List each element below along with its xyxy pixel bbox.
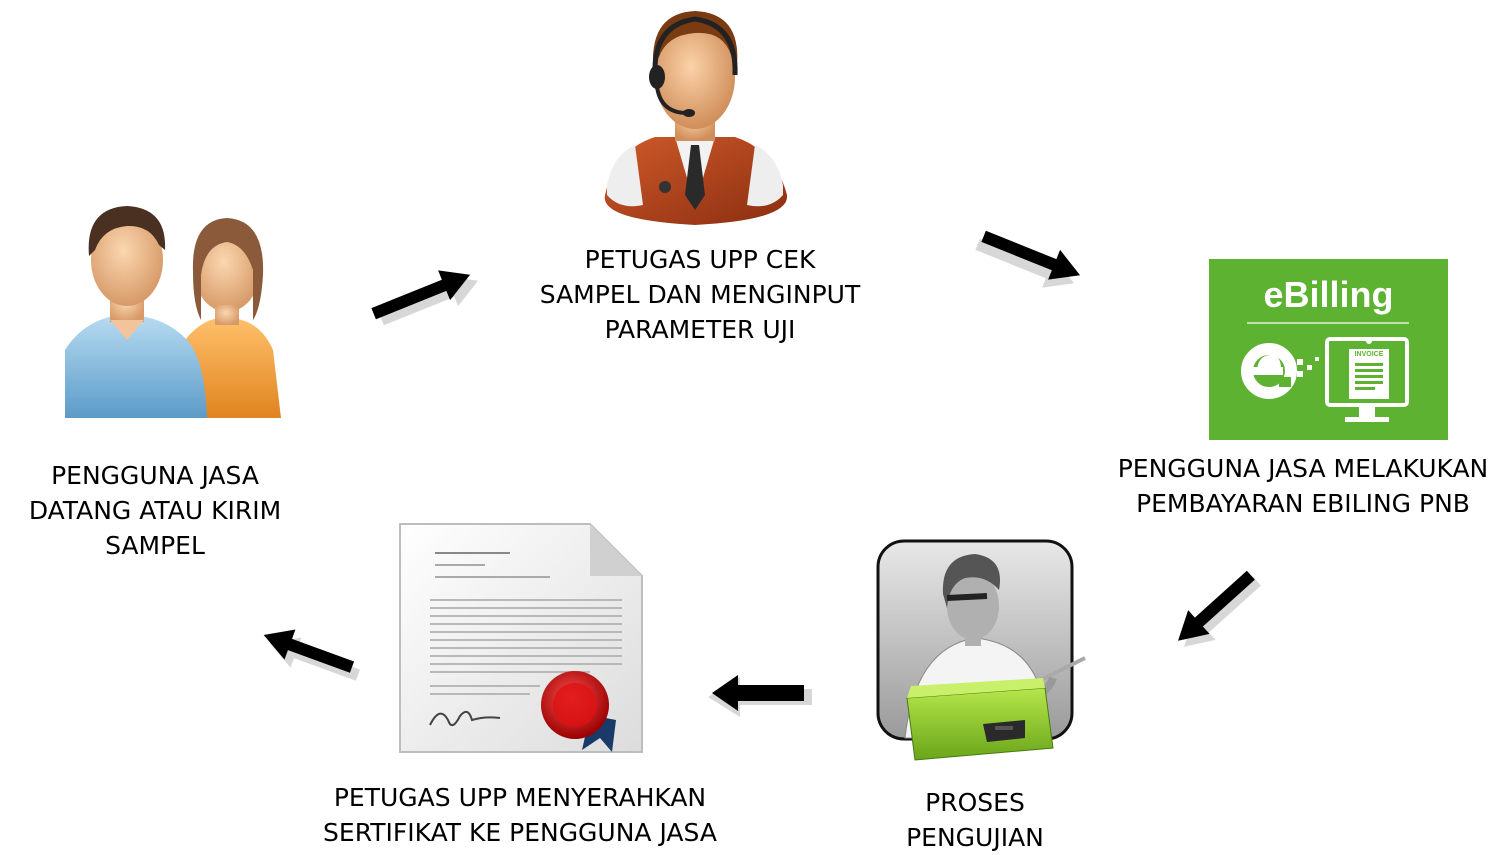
step-ebilling-label: PENGGUNA JASA MELAKUKAN PEMBAYARAN EBILI… [1117,454,1489,518]
arrow-certificate-to-users [263,629,361,681]
step-certificate-label: PETUGAS UPP MENYERAHKAN SERTIFIKAT KE PE… [323,783,717,847]
step-testing-label: PROSES PENGUJIAN [906,788,1044,852]
ebilling-title: eBilling [1263,274,1394,315]
arrow-users-to-operator [371,270,479,326]
invoice-text: INVOICE [1354,351,1384,358]
step-operator-label: PETUGAS UPP CEK SAMPEL DAN MENGINPUT PAR… [539,245,861,344]
certificate-icon [390,520,650,760]
users-icon [55,190,295,440]
step-users-label: PENGGUNA JASA DATANG ATAU KIRIM SAMPEL [28,461,282,560]
arrow-ebilling-to-testing [1178,570,1261,647]
ebilling-icon: eBilling INVOICE [1209,259,1448,440]
arrow-testing-to-certificate [708,675,812,717]
lab-scientist-icon [875,538,1095,770]
arrow-operator-to-ebilling [975,230,1081,288]
operator-headset-icon [595,5,795,230]
